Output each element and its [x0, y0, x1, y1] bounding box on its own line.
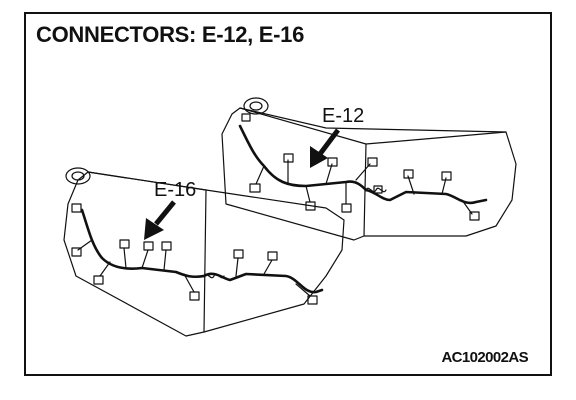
diagram-title: CONNECTORS: E-12, E-16	[36, 22, 305, 47]
callout-e12: E-12	[322, 105, 364, 127]
diagram-frame: CONNECTORS: E-12, E-16	[24, 12, 552, 376]
e16-arrow	[144, 200, 176, 240]
rear-door-panel	[221, 97, 517, 241]
front-door-panel	[63, 167, 345, 337]
figure-code: AC102002AS	[441, 349, 528, 366]
callout-e16: E-16	[154, 179, 196, 201]
door-harness-illustration: E-12 E-16	[63, 97, 517, 337]
e12-arrow	[310, 128, 340, 168]
